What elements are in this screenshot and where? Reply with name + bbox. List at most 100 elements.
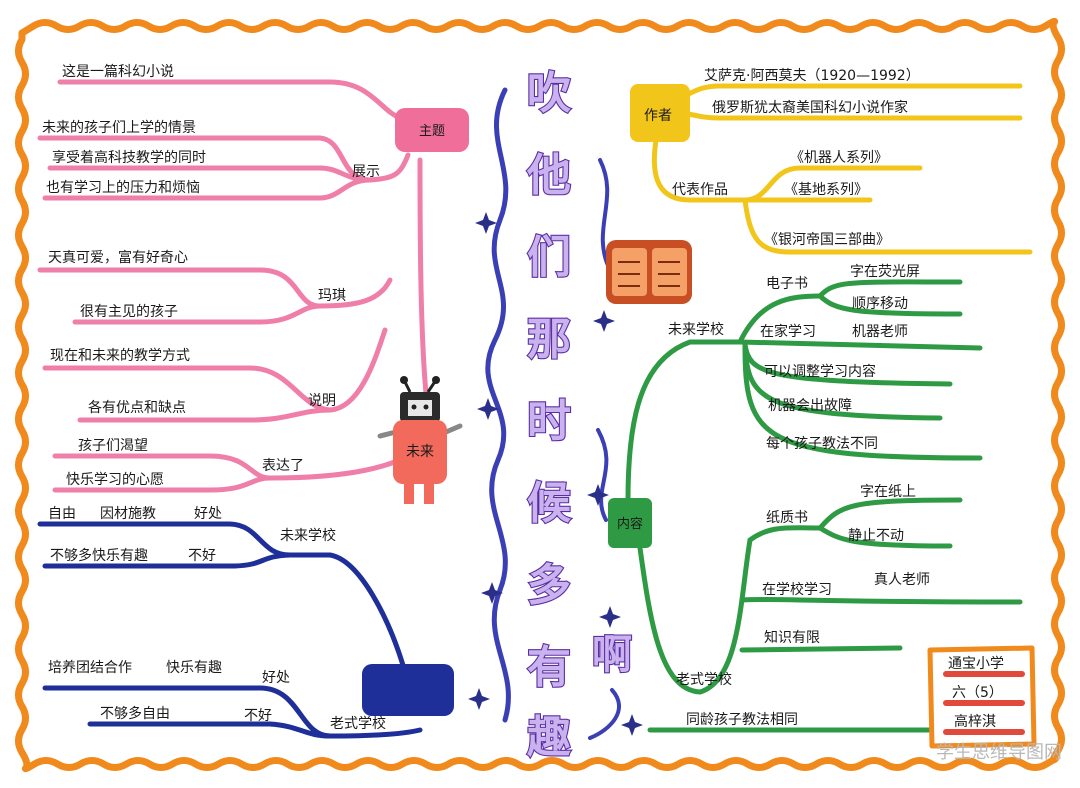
branch-line	[817, 497, 963, 531]
title-char: 啊	[592, 632, 632, 678]
branch-line	[42, 365, 333, 413]
old-school-box	[362, 664, 454, 716]
tag-label: 好处	[262, 670, 290, 686]
leaf-label: 真人老师	[874, 572, 930, 588]
explain-label: 说明	[308, 393, 336, 409]
express-label: 表达了	[262, 458, 304, 474]
book-icon	[606, 240, 692, 304]
branch-line	[72, 303, 323, 325]
leaf-label: 自由	[48, 506, 76, 522]
leaf-label: 不够多自由	[100, 705, 170, 722]
author-name: 艾萨克·阿西莫夫（1920—1992）	[704, 68, 920, 84]
leaf-label: 字在纸上	[860, 484, 916, 500]
branch-line	[742, 342, 983, 461]
leaf-label: 现在和未来的教学方式	[50, 348, 190, 364]
theme-label: 主题	[419, 124, 445, 139]
leaf-label: 很有主见的孩子	[80, 304, 178, 320]
sparkle-icon	[477, 398, 499, 420]
title-char: 有	[527, 642, 571, 693]
old-school-right-label: 老式学校	[676, 671, 732, 688]
author-box	[630, 84, 690, 142]
leaf-label: 字在荧光屏	[850, 263, 920, 280]
leaf-label: 快乐学习的心愿	[66, 472, 164, 488]
author-desc: 俄罗斯犹太裔美国科幻小说作家	[712, 99, 908, 116]
watermark: 学生思维导图网	[936, 742, 1062, 763]
tag-label: 不好	[244, 708, 272, 724]
sparkle-icon	[481, 582, 503, 604]
sparkle-icon	[468, 688, 490, 710]
branch-line	[77, 407, 333, 423]
branch-line	[737, 293, 823, 345]
robot-label: 未来	[406, 444, 434, 460]
branch-line	[367, 152, 411, 183]
navy-branches	[37, 521, 423, 739]
future-school-label: 未来学校	[280, 527, 336, 544]
leaf-label: 这是一篇科幻小说	[62, 63, 174, 80]
leaf-label: 顺序移动	[852, 296, 908, 312]
leaf-label: 天真可爱，富有好奇心	[48, 249, 188, 266]
title-column: 吹 他 们 那 时 候 多 有 趣 啊	[525, 67, 633, 764]
branch-line	[817, 293, 963, 317]
content-label: 内容	[617, 516, 643, 532]
leaf-label: 不够多快乐有趣	[50, 547, 148, 564]
magee-label: 玛琪	[318, 288, 346, 304]
home-label: 在家学习	[760, 323, 816, 340]
theme-box	[395, 108, 469, 152]
pink-branches	[37, 79, 435, 493]
branch-line	[37, 267, 323, 309]
title-char: 们	[527, 232, 571, 283]
branch-line	[327, 552, 408, 675]
leaf-label: 未来的孩子们上学的情景	[42, 120, 196, 136]
branch-line	[317, 277, 393, 309]
branch-line	[742, 197, 1033, 255]
title-char: 那	[527, 314, 571, 365]
sparkles	[468, 212, 643, 736]
leaf-label: 机器会出故障	[768, 398, 852, 414]
title-char: 时	[527, 396, 571, 447]
branch-line	[87, 721, 333, 739]
signature-class: 六（5）	[952, 685, 1003, 701]
branch-line	[651, 137, 748, 203]
work-title: 《银河帝国三部曲》	[764, 232, 890, 248]
school-study-label: 在学校学习	[762, 581, 832, 598]
leaf-label: 享受着高科技教学的同时	[52, 149, 206, 166]
leaf-label: 静止不动	[848, 528, 904, 544]
branch-line	[817, 279, 963, 299]
branch-line	[737, 339, 983, 351]
title-char: 吹	[527, 68, 571, 119]
leaf-label: 因材施教	[100, 506, 156, 522]
leaf-label: 各有优点和缺点	[88, 400, 186, 416]
work-title: 《基地系列》	[784, 181, 868, 198]
ebook-label: 电子书	[766, 276, 808, 292]
branch-line	[42, 177, 373, 201]
content-box	[608, 498, 652, 548]
future-school-right-label: 未来学校	[668, 321, 724, 338]
branch-line	[52, 475, 273, 493]
title-swirl	[588, 158, 621, 740]
tag-label: 不好	[188, 548, 216, 564]
sparkle-icon	[475, 212, 497, 234]
wavy-border	[15, 17, 1065, 773]
sparkle-icon	[587, 484, 609, 506]
branch-line	[47, 165, 373, 183]
title-swirl	[485, 87, 511, 723]
title-char: 多	[527, 560, 571, 611]
leaf-label: 每个孩子教法不同	[766, 436, 878, 452]
show-label: 展示	[352, 164, 380, 180]
signature-school: 通宝小学	[948, 656, 1004, 672]
branch-line	[637, 545, 703, 695]
tag-label: 好处	[194, 506, 222, 522]
leaf-label: 培养团结合作	[48, 660, 132, 676]
branch-line	[57, 79, 403, 121]
branch-line	[625, 339, 743, 503]
leaf-label: 快乐有趣	[166, 660, 222, 676]
signature-name: 高梓淇	[954, 713, 996, 730]
sparkle-icon	[599, 606, 621, 628]
leaf-label: 机器老师	[852, 324, 908, 340]
title-char: 他	[526, 150, 571, 201]
branch-line	[327, 727, 423, 739]
author-label: 作者	[644, 108, 672, 124]
paper-book-label: 纸质书	[766, 510, 808, 526]
leaf-label: 可以调整学习内容	[764, 363, 876, 380]
